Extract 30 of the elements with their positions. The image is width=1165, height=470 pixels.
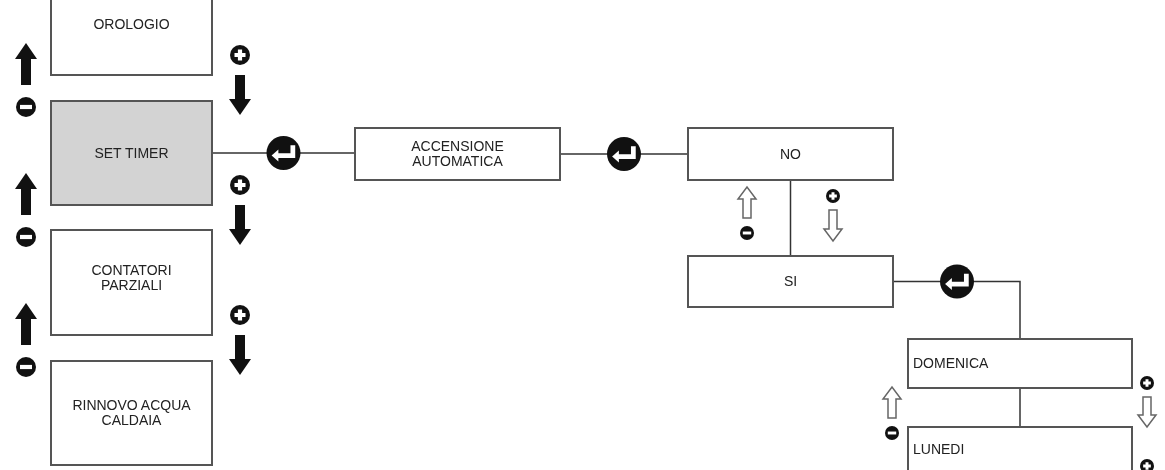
menu-label: NO	[780, 146, 801, 162]
connector-line	[789, 180, 792, 256]
menu-label: RINNOVO ACQUA CALDAIA	[71, 398, 192, 428]
block-arrow	[822, 209, 844, 243]
menu-label: LUNEDI	[913, 442, 965, 457]
menu-box	[687, 127, 894, 181]
menu-box	[50, 360, 213, 466]
menu-label: OROLOGIO	[93, 17, 170, 32]
menu-box	[687, 255, 894, 308]
block-arrow	[15, 303, 37, 345]
menu-box	[354, 127, 561, 181]
menu-box	[907, 338, 1133, 389]
block-arrow	[15, 173, 37, 215]
connector-line	[1019, 388, 1021, 427]
block-arrow	[1136, 396, 1158, 429]
menu-label: CONTATORI PARZIALI	[90, 263, 173, 293]
menu-box	[50, 229, 213, 336]
block-arrow	[229, 75, 251, 115]
menu-box	[50, 0, 213, 76]
menu-box	[907, 426, 1133, 470]
menu-label: ACCENSIONE AUTOMATICA	[410, 139, 505, 169]
menu-label: SI	[783, 274, 798, 289]
block-arrow	[736, 185, 758, 219]
block-arrow	[881, 385, 903, 419]
block-arrow	[229, 205, 251, 245]
block-arrow	[15, 43, 37, 85]
block-arrow	[229, 335, 251, 375]
menu-box	[50, 100, 213, 206]
menu-label: SET TIMER	[94, 145, 169, 161]
menu-label: DOMENICA	[913, 356, 989, 371]
